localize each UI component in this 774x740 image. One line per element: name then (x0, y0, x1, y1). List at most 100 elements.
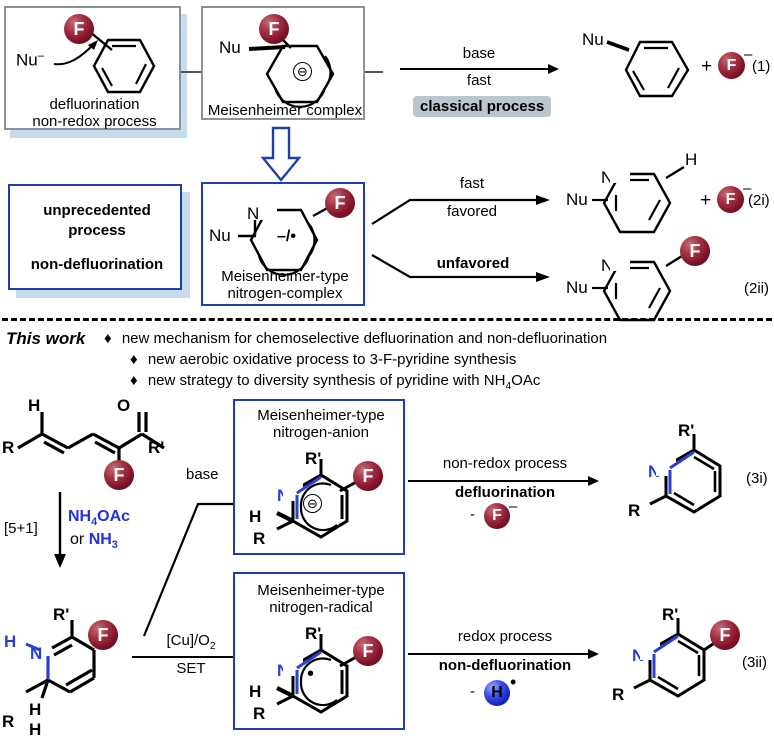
bullet-text-2: new aerobic oxidative process to 3-F-pyr… (147, 351, 517, 368)
arrow3ii-hydrogen-sphere: H (484, 680, 510, 706)
box-defluorination-caption: defluorination non-redox process (6, 96, 183, 131)
enamine-hring-text: H (29, 700, 42, 719)
equation-number-3ii: (3ii) (742, 654, 767, 671)
box-nitrogen-radical: Meisenheimer-type nitrogen-radical R' N … (233, 572, 405, 730)
anion-charge-glyph: ⊖ (307, 496, 318, 511)
base-arrow (142, 502, 238, 637)
product2i-hydrogen: H (685, 150, 697, 170)
arrow3ii-line (408, 653, 590, 655)
unprecedented-line-2: process (10, 222, 184, 240)
fluoride-sphere-product1: F (718, 52, 745, 79)
arrow3ii-minus-text: - (470, 683, 475, 700)
product3ii-f-text: F (719, 624, 731, 645)
radical-caption-1: Meisenheimer-type (257, 582, 385, 599)
this-work-bullet-3: ♦ new strategy to diversity synthesis of… (130, 372, 540, 392)
c-f-bond (89, 31, 113, 51)
arrow1-label-below: fast (434, 72, 524, 89)
radical-R-label: R (253, 704, 265, 724)
radical-h-text: H (249, 682, 262, 701)
substrate-H-label: H (28, 396, 40, 416)
substrate-o-text: O (117, 396, 131, 415)
anion-rprime-text: R' (305, 449, 322, 468)
product2i-plus: + (700, 190, 711, 212)
arrow-2i (371, 195, 550, 225)
arrow3i-fluoride-sphere: F (484, 503, 510, 529)
fluoride-sphere-product2i: F (717, 186, 744, 213)
enamine-H-N-label: H (4, 632, 16, 652)
set-cu-o2-text: [Cu]/O (166, 632, 210, 649)
product3ii-rprime-text: R' (662, 605, 679, 624)
arrow3i-below-text: defluorination (455, 484, 555, 501)
product2ii-nu-text: Nu (566, 278, 588, 297)
arrow3ii-label-below: non-defluorination (416, 657, 594, 675)
product2ii-nucleophile: Nu (566, 278, 588, 298)
product2i-h-text: H (685, 150, 698, 169)
substrate-fluorine-sphere: F (104, 460, 134, 490)
nu-text: Nu (16, 50, 38, 70)
box-nitrogen-anion: Meisenheimer-type nitrogen-anion R' N H … (233, 399, 405, 555)
this-work-heading: This work (6, 329, 85, 349)
equation-number-3i: (3i) (746, 470, 768, 487)
reagent1-nh: NH (68, 508, 92, 525)
substrate-O-label: O (117, 396, 130, 416)
substrate-rprime-text: R' (148, 438, 165, 457)
bullet-marker-3: ♦ (130, 372, 138, 389)
product1-benzene-ring (624, 40, 690, 98)
cyclization-reagent-2: or NH3 (70, 531, 118, 551)
arrow3i-charge-glyph: – (509, 498, 518, 515)
box-defluorination: Nu– F defluorination non-redox process (4, 6, 181, 130)
product3i-rprime-text: R' (678, 421, 695, 440)
fluoride-charge-2i: – (743, 180, 751, 197)
unprecedented-line-1: unprecedented (10, 202, 184, 220)
fluorine-sphere-product2ii: F (680, 236, 710, 266)
enamine-r-text: R (2, 712, 15, 731)
plus-sign-2i: + (700, 190, 712, 211)
arrow3ii-below-text: non-defluorination (438, 657, 572, 674)
enamine-hn-text: H (4, 632, 17, 651)
radical-caption-2: nitrogen-radical (269, 599, 373, 617)
radical-H-label: H (249, 682, 261, 702)
product1-nu-bond (606, 40, 630, 52)
bullet-text-3-suffix: OAc (511, 372, 541, 389)
box-unprecedented-process: unprecedented process non-defluorination (8, 184, 182, 290)
anion-caption: Meisenheimer-type nitrogen-anion (235, 407, 407, 442)
connector-line-2 (365, 71, 383, 73)
product3ii-fluorine-sphere: F (710, 620, 740, 650)
nu-charge: – (37, 50, 45, 62)
fluorine-sphere: F (64, 14, 94, 44)
box-meisenheimer-complex: Nu ⊖ F Meisenheimer complex (201, 6, 365, 120)
ncomplex-caption-1: Meisenheimer-type (221, 268, 349, 285)
set-text: SET (176, 660, 206, 677)
arrow3i-label-above: non-redox process (420, 455, 590, 472)
arrow3i-minus-text: - (470, 506, 475, 523)
bullet-text-3-sub: 4 (505, 381, 512, 392)
this-work-bullet-2: ♦ new aerobic oxidative process to 3-F-p… (130, 351, 516, 368)
caption-meisenheimer: Meisenheimer complex (207, 102, 363, 119)
product3i-R-label: R (628, 501, 640, 521)
enamine-H-ring-label: H (29, 700, 41, 720)
bullet-marker-1: ♦ (104, 330, 112, 347)
arrow3i-label-below: defluorination (420, 484, 590, 502)
fluoride-charge-glyph-2i: – (743, 180, 752, 197)
down-arrow-open-icon (260, 126, 302, 182)
fluorine-sphere-3: F (325, 188, 355, 218)
arrow3ii-radical-charge: • (510, 672, 516, 693)
arrow2i-label-below: favored (424, 203, 520, 220)
fluorine-label-2ii: F (689, 240, 701, 261)
arrow2ii-text: unfavored (436, 255, 510, 272)
arrow3ii-charge-glyph: • (510, 672, 517, 692)
benzene-ring (92, 38, 156, 94)
enamine-f-text: F (97, 624, 109, 645)
arrow3ii-above-text: redox process (457, 628, 553, 645)
ncomplex-caption-2: nitrogen-complex (227, 285, 343, 303)
arrow3i-head-icon (588, 476, 599, 486)
equation-number-2ii: (2ii) (744, 280, 769, 297)
enamine-H-bottom-label: H (29, 720, 41, 740)
fluorine-label-2: F (268, 18, 280, 39)
set-condition-above: [Cu]/O2 (143, 632, 239, 653)
caption-line-1: defluorination (49, 96, 140, 113)
nu-c-bond (248, 45, 286, 51)
radical-caption: Meisenheimer-type nitrogen-radical (235, 582, 407, 617)
product2i-nucleophile: Nu (566, 190, 588, 210)
product3ii-r-text: R (612, 685, 625, 704)
